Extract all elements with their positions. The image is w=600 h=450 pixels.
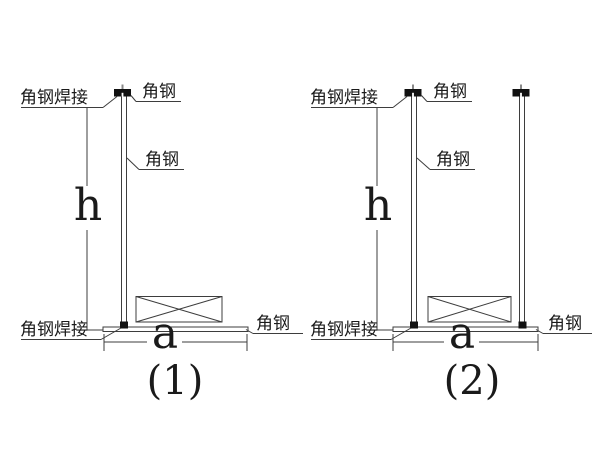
figure2-dimensions [366,108,539,351]
fig1-post [121,95,127,328]
fig2-top-cap-left-tick [412,84,414,89]
fig2-weld-bottom-leader [390,327,412,340]
fig2-width-dim-label: a [448,308,476,359]
fig1-angle-mid-leader [126,157,140,170]
fig2-height-dim-label: h [363,180,393,231]
fig2-angle-mid-leader [416,157,431,170]
fig1-top-cap-notch [121,92,124,97]
fig1-angle-top-leader [130,95,137,102]
fig1-caption: (1) [146,358,204,404]
fig2-top-cap-right-notch [520,92,522,97]
fig2-post-left [411,95,417,328]
fig2-weld-top-label: 角钢焊接 [310,88,378,108]
fig2-angle-bottom-leader [535,329,544,334]
fig1-weld-top-label: 角钢焊接 [20,88,88,108]
figure2-leaders [311,95,592,340]
fig2-weld-block-left [410,321,418,329]
fig1-weld-block [120,321,128,329]
fig1-weld-top-leader [102,96,118,108]
fig1-angle-top-label: 角钢 [142,82,176,102]
fig2-angle-mid-label: 角钢 [436,150,470,170]
fig2-angle-top-label: 角钢 [433,82,467,102]
fig1-box-diagonal-2 [135,296,223,323]
fig1-angle-bottom-label: 角钢 [256,314,290,334]
fig1-angle-mid-label: 角钢 [145,150,179,170]
fig2-weld-top-leader [392,96,408,108]
figure1-weld-details [114,84,131,329]
fig1-weld-bottom-label: 角钢焊接 [20,320,88,340]
fig2-angle-bottom-label: 角钢 [548,314,582,334]
fig1-angle-bottom-leader [245,329,254,334]
fig2-weld-bottom-label: 角钢焊接 [310,320,378,340]
fig2-weld-block-right [518,321,527,329]
fig2-box-diagonal-2 [427,296,512,323]
fig2-top-cap-left [404,89,422,97]
fig2-angle-top-leader [421,95,428,102]
fig1-top-cap-tick [121,84,124,89]
figure2-structure [392,95,539,332]
fig1-width-dim-label: a [151,308,179,359]
fig2-beam [392,326,539,332]
fig2-top-cap-right-tick [520,84,522,89]
figure1-dimensions [76,108,248,351]
figure1-structure [102,95,249,332]
fig1-top-cap [114,89,131,97]
fig1-beam [102,326,249,332]
fig2-top-cap-right [512,89,530,97]
fig2-top-cap-left-notch [412,92,414,97]
fig2-post-right [519,95,525,328]
figure2-weld-details [404,84,530,329]
fig2-caption: (2) [443,358,501,404]
fig1-height-dim-label: h [73,180,103,231]
